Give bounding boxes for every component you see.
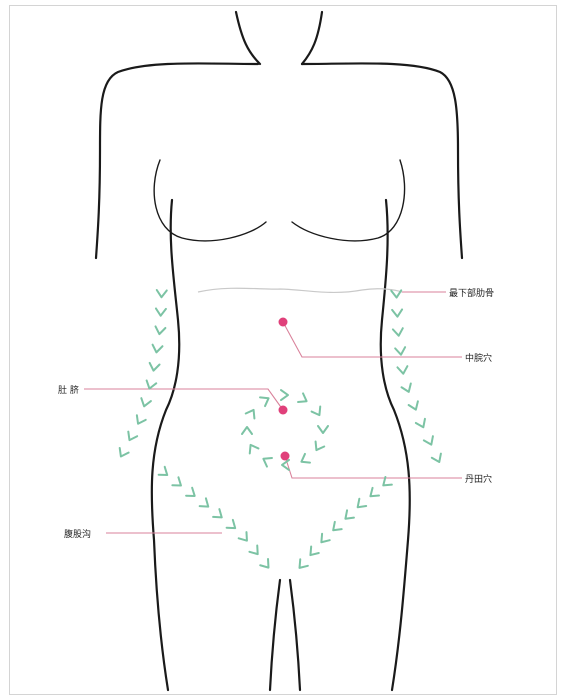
chevron-down-icon (151, 345, 162, 353)
chevron-down-icon (354, 499, 366, 511)
label-groin: 腹股沟 (64, 527, 91, 540)
neck-right-line (302, 12, 322, 64)
chevron-down-icon (392, 309, 402, 316)
left-leg-inner-line (270, 580, 280, 690)
chevron-down-icon (213, 509, 225, 521)
chevron-down-icon (432, 454, 444, 465)
chevron-down-icon (318, 534, 330, 546)
chevron-down-icon (424, 436, 436, 447)
chevron-down-icon (172, 477, 184, 489)
chevron-down-icon (296, 559, 308, 571)
chevron-down-icon (393, 328, 404, 336)
chevron-down-icon (159, 467, 171, 479)
chevron-down-icon (409, 401, 421, 411)
chevron-down-icon (139, 398, 151, 408)
leader-line-navel (84, 389, 283, 410)
chevron-down-icon (154, 326, 165, 334)
chevron-down-icon (227, 520, 239, 532)
chevron-down-icon (397, 366, 408, 374)
right-torso-line (381, 200, 410, 690)
dantian-point-dot-icon (281, 452, 290, 461)
label-navel: 肚 脐 (58, 383, 79, 396)
chevron-down-icon (395, 347, 406, 355)
right-shoulder-line (302, 63, 462, 258)
chevron-down-icon (261, 454, 272, 466)
chevron-down-icon (330, 522, 342, 534)
chevron-down-icon (239, 532, 251, 544)
leader-lines (84, 292, 462, 533)
chevron-down-icon (342, 510, 354, 522)
leader-line-zhongwan (283, 322, 462, 357)
chevron-down-icon (156, 290, 166, 297)
left-torso-line (152, 200, 179, 690)
chevron-down-icon (260, 559, 272, 571)
chevron-down-icon (318, 426, 328, 433)
chevron-down-icon (134, 415, 146, 426)
chest-outline (154, 160, 404, 241)
chevron-down-icon (281, 390, 288, 400)
neck-left-line (236, 12, 260, 64)
chevron-down-icon (156, 308, 166, 315)
chevron-down-icon (242, 427, 252, 434)
navel-point-dot-icon (279, 406, 288, 415)
left-shoulder-line (96, 63, 258, 258)
label-zhongwan: 中脘穴 (465, 351, 492, 364)
chevron-down-icon (186, 488, 198, 500)
chevron-down-icon (246, 407, 258, 418)
right-leg-inner-line (290, 580, 300, 690)
chevron-down-icon (200, 498, 212, 510)
chevron-down-icon (402, 384, 414, 394)
chevron-down-icon (307, 547, 319, 559)
body-outline (96, 12, 462, 690)
chevron-down-icon (249, 546, 261, 558)
label-lower-rib: 最下部肋骨 (449, 286, 494, 299)
chevron-down-icon (367, 488, 379, 500)
chevron-down-icon (391, 290, 401, 297)
chevron-down-icon (312, 442, 324, 453)
lower-rib-line (198, 288, 402, 292)
chevron-down-icon (298, 393, 309, 405)
chevron-down-icon (125, 432, 137, 443)
acupoints (279, 318, 290, 461)
chevron-down-icon (260, 394, 271, 406)
zhongwan-point-dot-icon (279, 318, 288, 327)
chevron-down-icon (246, 442, 258, 453)
chevron-down-icon (116, 448, 128, 459)
chevron-down-icon (312, 407, 324, 418)
chevron-down-icon (299, 454, 310, 466)
chevron-down-icon (149, 363, 160, 371)
chevron-down-icon (416, 419, 428, 430)
massage-arrows (116, 290, 443, 571)
chevron-down-icon (380, 477, 392, 489)
label-dantian: 丹田穴 (465, 472, 492, 485)
